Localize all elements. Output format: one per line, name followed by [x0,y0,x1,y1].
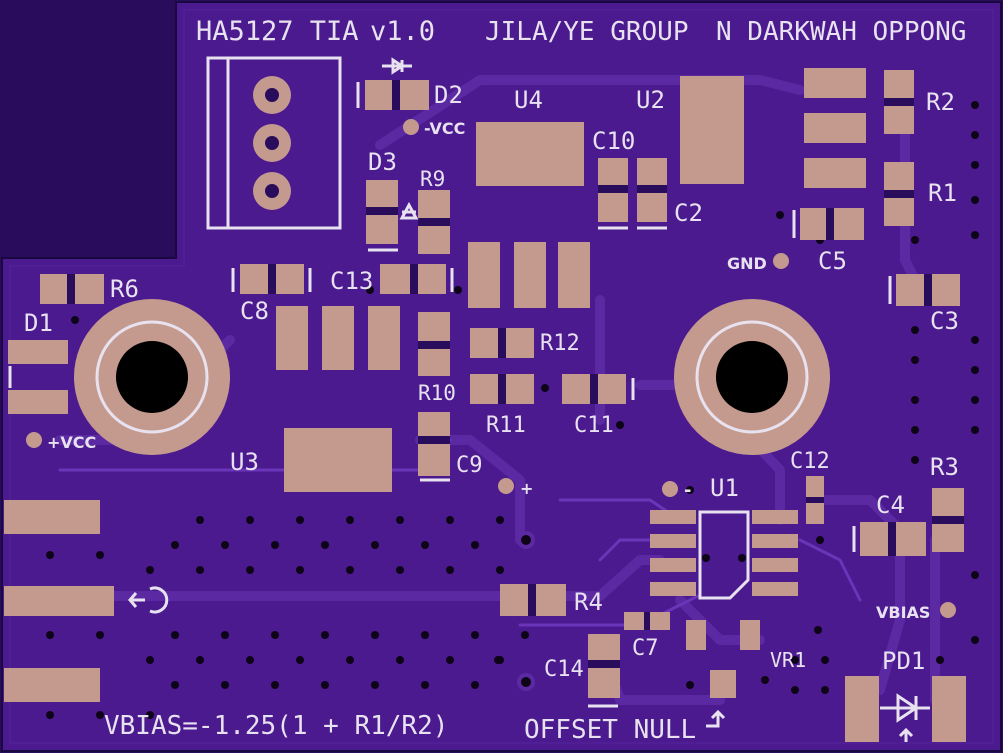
ref-c5: C5 [818,247,847,275]
vbias-formula: VBIAS=-1.25(1 + R1/R2) [104,711,448,741]
neg-vcc-label: -VCC [424,119,465,138]
ref-c11: C11 [574,413,614,438]
ref-c14: C14 [544,657,584,682]
ref-u1: U1 [710,474,739,502]
ref-c7: C7 [632,636,659,661]
ref-d3: D3 [368,148,397,176]
ref-r4: R4 [574,588,603,616]
ref-c2: C2 [674,199,703,227]
ref-r12: R12 [540,331,580,356]
plus-label: + [520,479,533,498]
vbias-label: VBIAS [876,603,930,622]
vias [46,101,979,719]
ref-u3: U3 [230,448,259,476]
board-version: v1.0 [370,16,435,47]
board-author: N DARKWAH OPPONG [716,17,966,47]
silkscreen-marks [8,57,964,742]
power-connector [206,56,342,230]
board-group: JILA/YE GROUP [485,17,689,47]
ref-u2: U2 [636,86,665,114]
mounting-hole-right [674,299,830,455]
ref-r9: R9 [420,167,445,191]
gnd-label: GND [727,254,767,273]
ref-r1: R1 [928,179,957,207]
ref-c4: C4 [876,491,905,519]
test-pads [26,119,956,618]
ref-pd1: PD1 [882,647,925,675]
ref-r3: R3 [930,453,959,481]
offset-null-label: OFFSET NULL [524,715,696,745]
ref-c10: C10 [592,127,635,155]
ref-c13: C13 [330,267,373,295]
pos-vcc-label: +VCC [47,433,96,452]
ref-vr1: VR1 [770,648,806,672]
mounting-hole-left [74,299,230,455]
ref-r10: R10 [418,381,456,405]
ref-c9: C9 [456,453,483,478]
ref-d1: D1 [24,309,53,337]
ref-u4: U4 [514,86,543,114]
ref-d2: D2 [434,81,463,109]
minus-label: - [684,480,691,501]
board-title: HA5127 TIA [196,16,359,47]
ref-r6: R6 [110,275,139,303]
ref-r2: R2 [926,88,955,116]
ref-c12: C12 [790,449,830,474]
ref-c3: C3 [930,307,959,335]
ref-c8: C8 [240,297,269,325]
ref-r11: R11 [486,413,526,438]
